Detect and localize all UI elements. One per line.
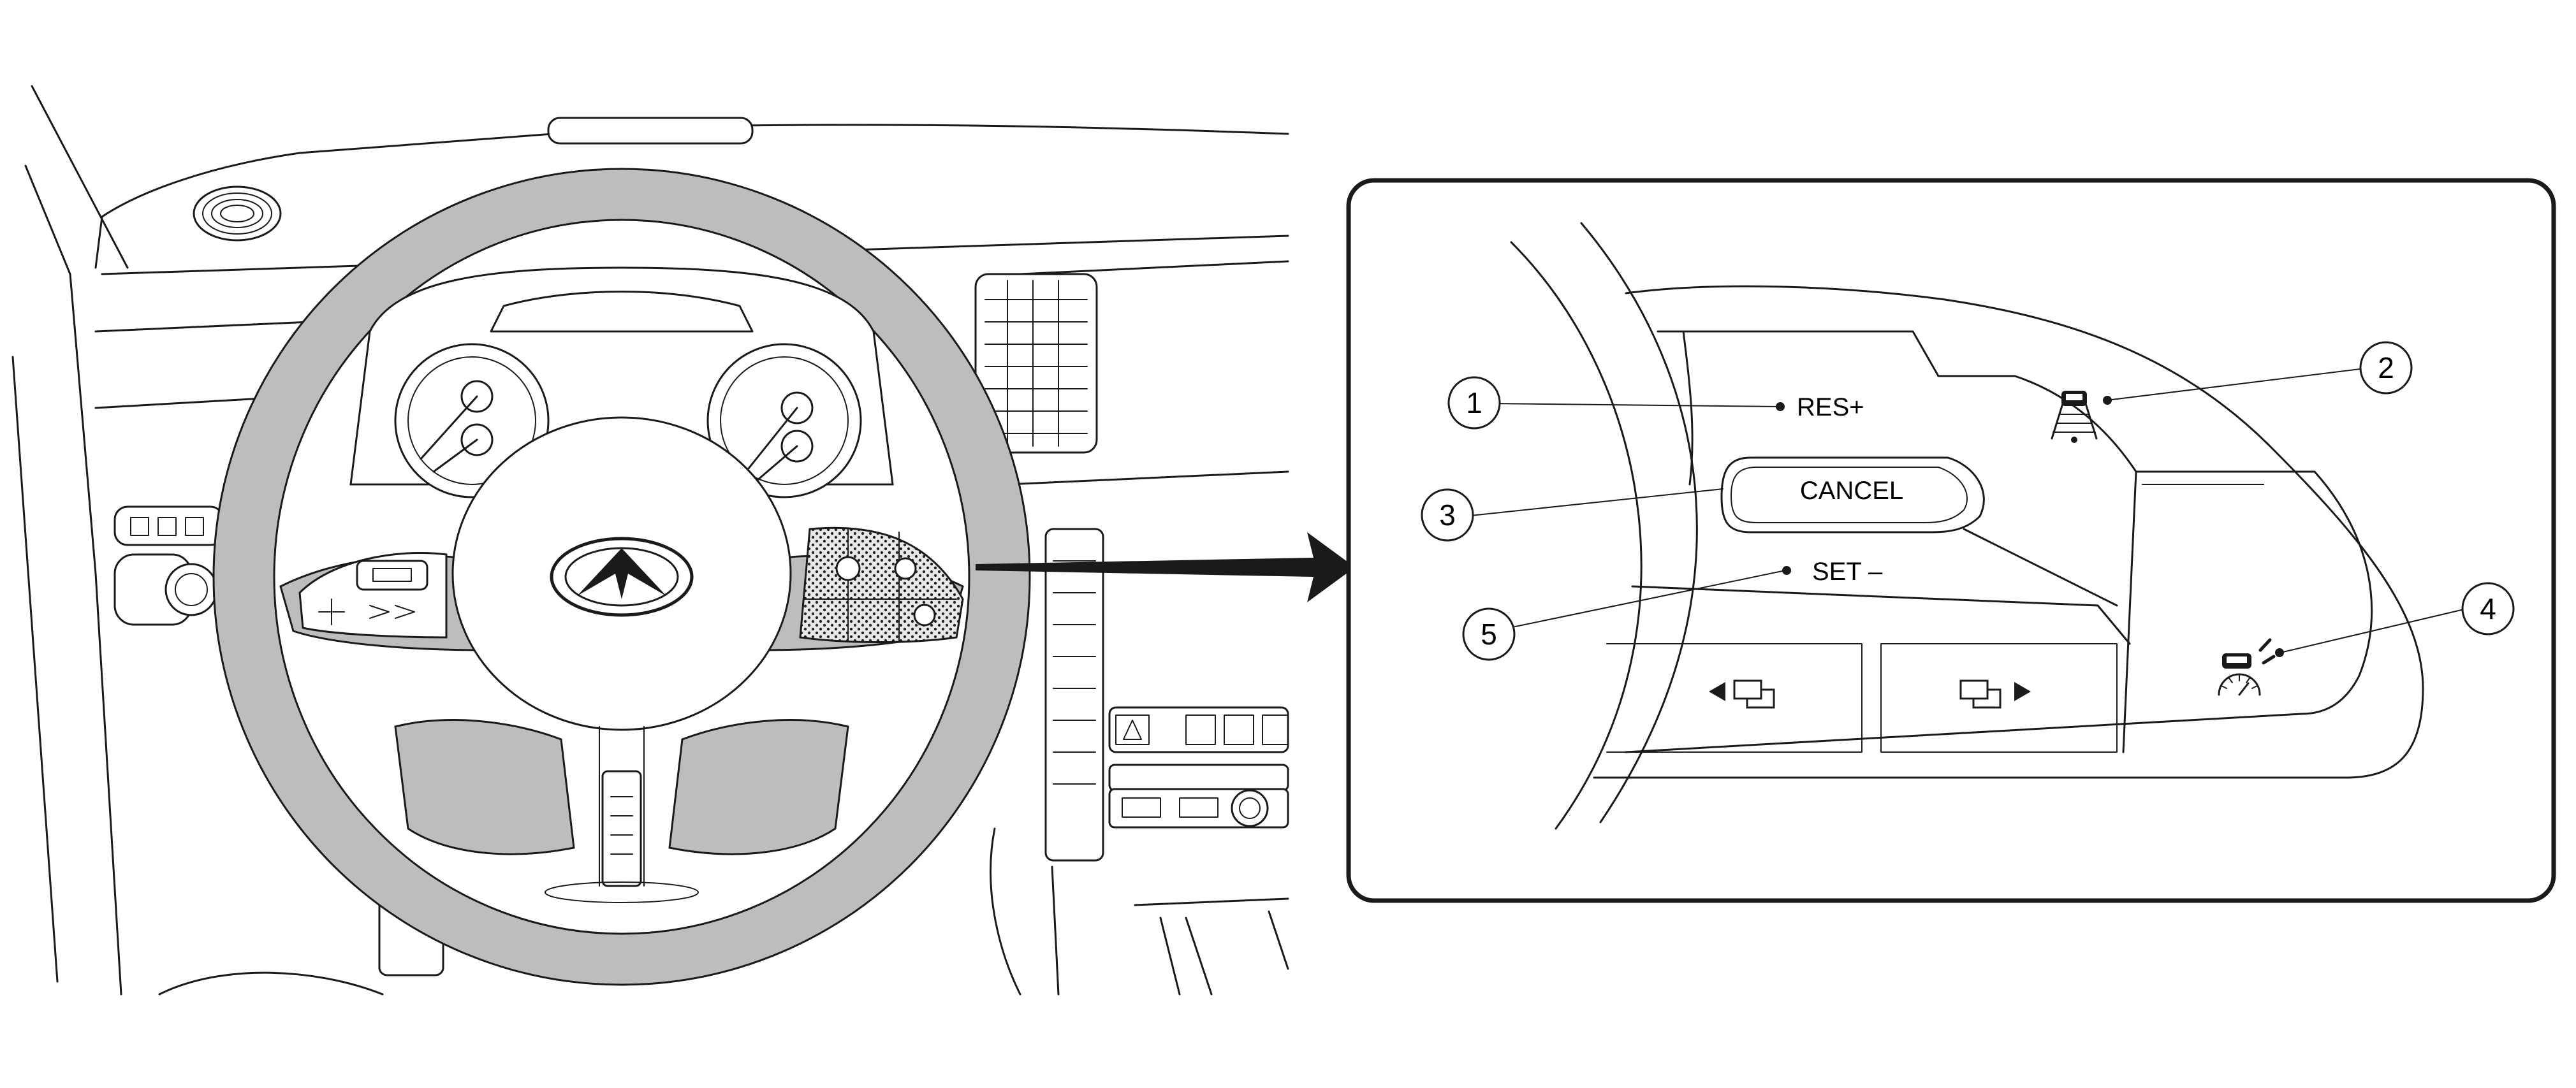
distance-dot: [2103, 396, 2112, 405]
previous-screen-switch[interactable]: [1606, 643, 1862, 753]
pointer-arrow-icon: [976, 532, 1355, 602]
leader-line-4: [2277, 607, 2473, 654]
previous-screen-icon: [1733, 679, 1775, 709]
door-edge-line: [24, 164, 122, 996]
callout-3: 3: [1421, 488, 1474, 542]
brand-logo: [550, 537, 694, 617]
spoke-housing-outer: [1593, 285, 2424, 779]
next-screen-icon: [1959, 679, 2002, 709]
steering-wheel: [212, 168, 1031, 986]
dash-right-lower-line: [1006, 470, 1289, 486]
detail-panel: CANCEL RES+ SET –: [1346, 178, 2556, 903]
right-lower-spoke: [668, 719, 849, 855]
lower-spoke-center: [599, 726, 645, 887]
leader-line-2: [2111, 367, 2371, 400]
res-plus-label: RES+: [1797, 393, 1864, 421]
next-arrow-icon: [2014, 682, 2031, 701]
cancel-switch[interactable]: CANCEL: [1720, 456, 1985, 533]
callout-1-number: 1: [1466, 386, 1482, 419]
distance-switch[interactable]: [2051, 391, 2098, 443]
left-wheel-switches: [298, 552, 448, 639]
next-screen-switch[interactable]: [1880, 643, 2118, 753]
door-inner-line: [11, 356, 59, 983]
console-line-3: [1159, 910, 1289, 996]
a-pillar-line: [31, 85, 129, 269]
leader-line-5: [1509, 570, 1786, 628]
callout-3-number: 3: [1439, 498, 1456, 532]
callout-2: 2: [2359, 341, 2413, 395]
callout-5: 5: [1462, 607, 1516, 661]
switch-edge-line-3: [1631, 585, 2131, 645]
callout-4-number: 4: [2480, 592, 2496, 625]
cancel-label: CANCEL: [1800, 477, 1903, 505]
callout-5-number: 5: [1481, 618, 1497, 651]
set-minus-label: SET –: [1812, 558, 1883, 586]
rim-curve-outer: [1510, 241, 1643, 830]
previous-arrow-icon: [1709, 682, 1725, 701]
cruise-dot: [2275, 648, 2284, 657]
left-switch-panel: [113, 505, 224, 626]
rim-curve-inner: [1580, 222, 1698, 823]
panel-divider-line: [2122, 470, 2137, 753]
center-stack: [1044, 528, 1289, 862]
console-line-4: [990, 827, 1021, 996]
dashboard-overview: [11, 85, 1289, 996]
defroster-vent: [547, 117, 754, 145]
speedometer-gauge: [706, 343, 862, 498]
left-lower-spoke: [394, 719, 575, 855]
vehicle-distance-icon: [2051, 391, 2098, 443]
callout-2-number: 2: [2378, 351, 2394, 384]
dash-right-line: [1019, 260, 1289, 275]
cruise-onoff-switch[interactable]: [2218, 638, 2276, 696]
detail-frame: [1346, 178, 2556, 903]
cruise-speedometer-icon: [2218, 638, 2276, 696]
callout-4: 4: [2461, 582, 2515, 635]
res-plus-dot: [1776, 402, 1785, 411]
center-air-vent: [974, 273, 1098, 454]
cluster-display: [490, 291, 754, 333]
seat-edge-line: [158, 971, 384, 996]
switch-edge-line-2: [1963, 528, 2118, 607]
center-lower-spoke: [601, 770, 642, 887]
leader-line-3: [1464, 488, 1723, 517]
set-minus-dot: [1782, 566, 1791, 575]
console-line: [1051, 866, 1060, 996]
switch-edge-line: [1682, 330, 1694, 486]
speaker-grille: [193, 185, 282, 242]
leader-line-1: [1489, 403, 1780, 407]
console-line-2: [1134, 897, 1289, 906]
callout-1: 1: [1447, 376, 1501, 430]
right-wheel-switches: [799, 526, 964, 643]
